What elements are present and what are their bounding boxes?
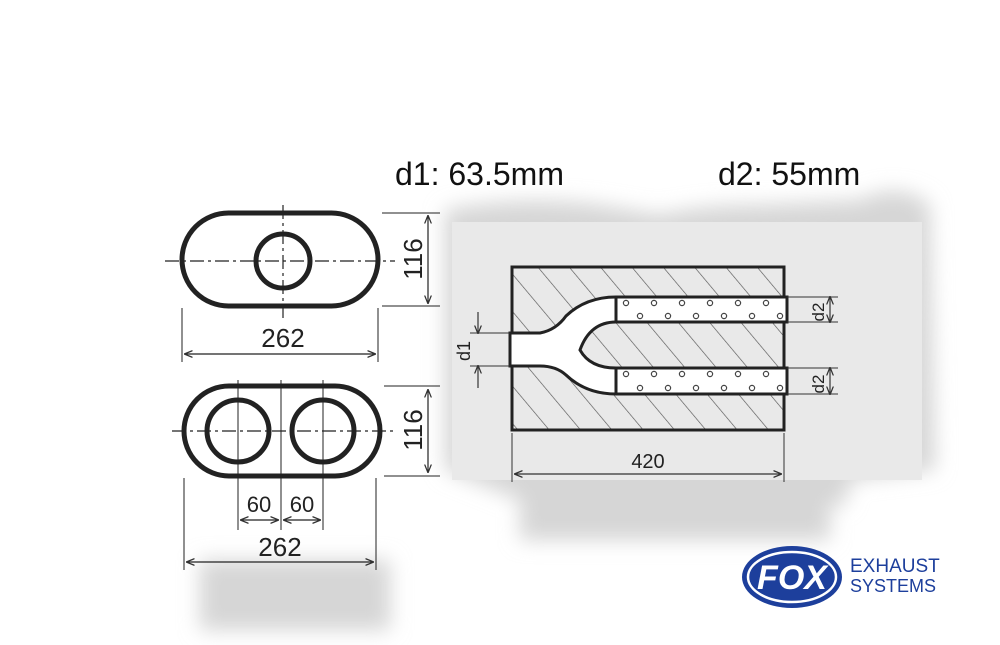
perforation-dot — [734, 370, 742, 378]
perforation-dot — [734, 299, 742, 307]
perforation-dot — [762, 299, 770, 307]
left-offset-label: 60 — [247, 492, 271, 517]
bottom-oval-view — [172, 380, 440, 570]
logo-line2: SYSTEMS — [850, 576, 936, 596]
perforation-dot — [636, 384, 644, 392]
perforation-dot — [776, 384, 784, 392]
bottom-width-label: 262 — [258, 532, 301, 562]
logo-oval — [742, 546, 842, 608]
perforation-dot — [692, 384, 700, 392]
top-oval-view — [165, 205, 440, 362]
inlet-label: d1 — [454, 341, 474, 361]
fox-exhaust-logo: FOX EXHAUST SYSTEMS — [742, 546, 940, 608]
d2-heading: d2: 55mm — [718, 156, 861, 192]
oval-body — [179, 210, 381, 309]
perforation-dot — [622, 370, 630, 378]
top-width-label: 262 — [261, 323, 304, 353]
perforation-dot — [664, 312, 672, 320]
perforation-dot — [706, 370, 714, 378]
logo-mark: FOX — [757, 559, 829, 597]
perforation-dot — [762, 370, 770, 378]
d1-heading: d1: 63.5mm — [395, 156, 564, 192]
y-pipe-channel — [508, 295, 789, 396]
right-offset-label: 60 — [290, 492, 314, 517]
top-height-label: 116 — [398, 238, 428, 279]
length-label: 420 — [631, 451, 664, 473]
perforation-dot — [678, 299, 686, 307]
bottom-height-label: 116 — [398, 409, 428, 450]
perforation-dot — [748, 312, 756, 320]
perforation-dots — [622, 299, 784, 392]
perforation-dot — [678, 370, 686, 378]
perforation-dot — [692, 312, 700, 320]
outlet-bottom-label: d2 — [809, 375, 828, 394]
perforation-dot — [650, 299, 658, 307]
perforation-dot — [664, 384, 672, 392]
logo-line1: EXHAUST — [850, 556, 940, 577]
side-section-view — [470, 265, 838, 482]
perforation-dot — [720, 384, 728, 392]
perforation-dot — [622, 299, 630, 307]
perforation-dot — [776, 312, 784, 320]
perforation-dot — [720, 312, 728, 320]
perforation-dot — [748, 384, 756, 392]
perforation-dot — [650, 370, 658, 378]
perforation-dot — [706, 299, 714, 307]
perforation-dot — [636, 312, 644, 320]
outlet-top-label: d2 — [809, 303, 828, 322]
